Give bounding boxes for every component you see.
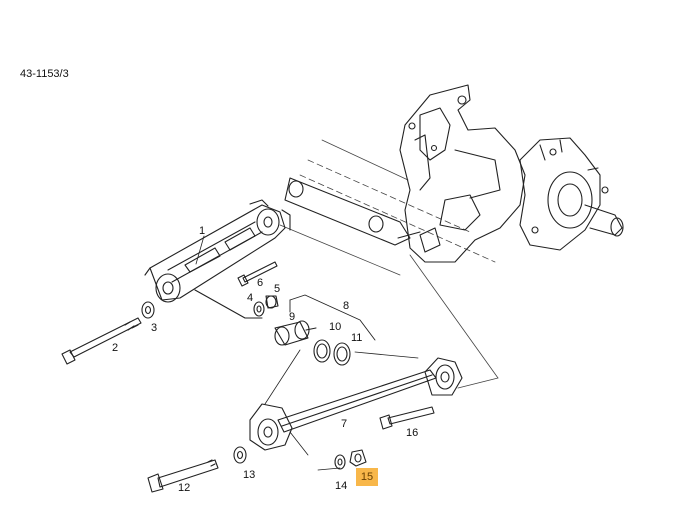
part-label-8[interactable]: 8 [343,300,350,312]
bolt-6 [238,262,277,286]
part-label-3[interactable]: 3 [151,322,158,334]
part-label-6[interactable]: 6 [257,277,264,289]
drawing-code: 43-1153/3 [20,68,69,80]
part-label-10[interactable]: 10 [329,321,342,333]
washer-13 [234,447,246,463]
part-label-13[interactable]: 13 [243,469,256,481]
part-label-7[interactable]: 7 [341,418,348,430]
reference-lines [280,140,498,388]
part-label-9[interactable]: 9 [289,311,296,323]
upper-link [145,200,290,302]
bushing-9 [275,321,316,345]
washer-3 [142,302,154,318]
subframe-arm [285,178,420,245]
part-label-2[interactable]: 2 [112,342,119,354]
part-label-15-highlighted[interactable]: 15 [356,468,378,486]
part-label-16[interactable]: 16 [406,427,419,439]
washer-nut-14-15 [335,450,366,469]
long-bolt-2 [62,318,141,364]
part-label-11[interactable]: 11 [351,332,363,344]
part-label-1[interactable]: 1 [199,225,206,237]
leader-8 [290,295,375,340]
lower-link-7 [250,358,462,450]
nut-washer-4-5 [195,290,278,318]
part-label-5[interactable]: 5 [274,283,281,295]
part-label-4[interactable]: 4 [247,292,254,304]
axle-carrier [400,85,623,262]
part-label-12[interactable]: 12 [178,482,191,494]
bolt-12 [148,460,218,492]
part-label-14[interactable]: 14 [335,480,348,492]
rings-10-11 [314,340,350,365]
leader-lines [196,236,418,470]
bolt-16 [380,407,434,429]
